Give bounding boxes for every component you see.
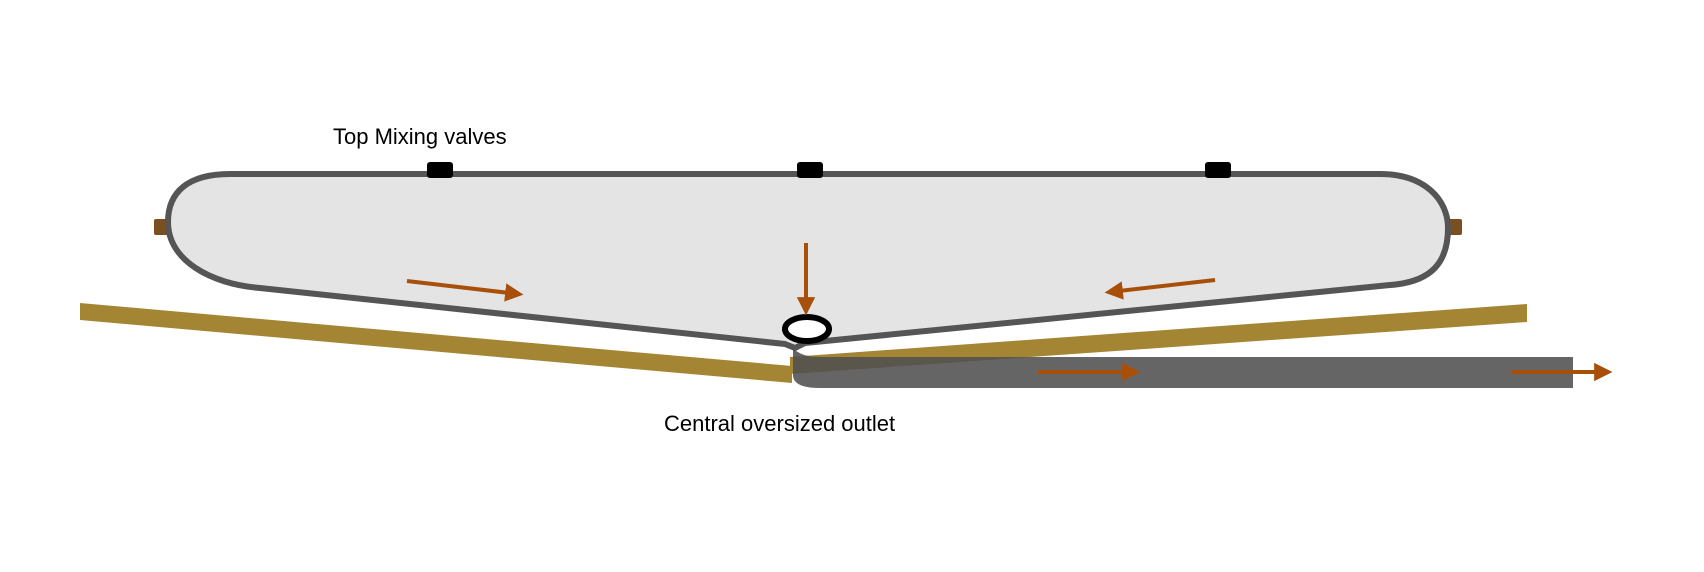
outlet-ring-icon <box>782 314 832 344</box>
top-valves-label: Top Mixing valves <box>333 124 507 149</box>
flow-arrow-icon <box>1104 278 1216 300</box>
valve-icon <box>427 162 453 178</box>
flow-arrow-icon <box>406 279 524 302</box>
ground-right <box>790 304 1527 374</box>
valve-icon <box>1205 162 1231 178</box>
outlet-pipe <box>788 332 1573 388</box>
valve-icon <box>797 162 823 178</box>
outlet-label: Central oversized outlet <box>664 411 895 436</box>
ground-left <box>80 303 792 383</box>
